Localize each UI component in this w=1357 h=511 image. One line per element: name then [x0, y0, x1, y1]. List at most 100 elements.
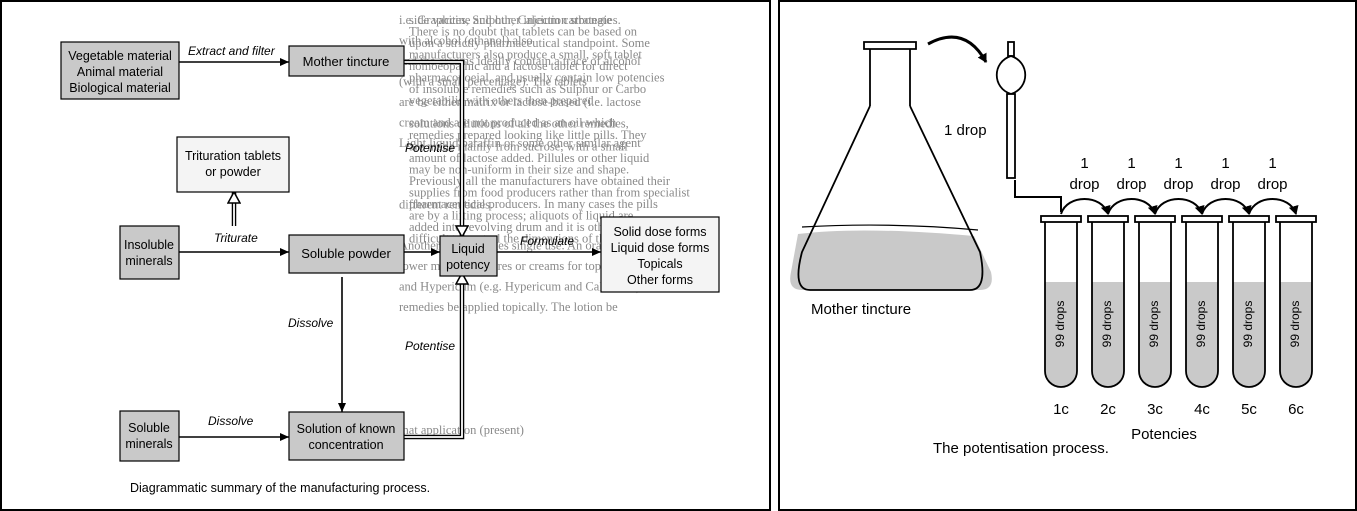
trituration-line-2: or powder	[205, 165, 261, 179]
source-line-1: Vegetable material	[68, 49, 172, 63]
transfer-arrow	[1107, 198, 1158, 215]
drop-unit: drop	[1257, 176, 1287, 193]
background-text-line: pharmaceutical producers. In many cases …	[409, 197, 658, 211]
transfer-arrow	[1060, 198, 1111, 215]
potency-label-5c: 5c	[1241, 401, 1257, 418]
solution-box	[288, 411, 405, 461]
caption-background	[120, 474, 450, 500]
edge-labels: Extract and filter Potentise Triturate F…	[188, 44, 574, 428]
svg-text:Topicals: Topicals	[637, 257, 682, 271]
svg-text:Trituration tablets: Trituration tablets	[185, 149, 281, 163]
box-labels: Vegetable material Animal material Biolo…	[68, 49, 709, 452]
tube-liquid	[1186, 282, 1218, 387]
tube-rim	[1181, 215, 1223, 223]
tube-liquid	[1092, 282, 1124, 387]
tube-rim	[1228, 215, 1270, 223]
dropper-icon	[996, 41, 1026, 179]
tube-liquid	[1233, 282, 1265, 387]
svg-text:Dissolve: Dissolve	[288, 316, 334, 330]
insoluble-minerals-box	[119, 225, 180, 280]
svg-text:Biological material: Biological material	[69, 81, 170, 95]
dose-forms-line-2: Liquid dose forms	[611, 241, 710, 255]
background-text-line: cream and are not produced as an oil whi…	[399, 116, 617, 130]
extract-filter-label: Extract and filter	[188, 44, 276, 58]
svg-text:Extract and filter: Extract and filter	[188, 44, 276, 58]
insoluble-line-1: Insoluble	[124, 238, 174, 252]
drop-count: 1	[1221, 155, 1229, 172]
tube-content-label: 99 drops	[1194, 301, 1208, 348]
background-text-line: with alcohol (ethanol) also	[399, 34, 533, 48]
test-tube-icon	[1044, 222, 1078, 388]
svg-text:Liquid: Liquid	[451, 242, 484, 256]
svg-text:Potencies: Potencies	[1131, 426, 1197, 443]
liquid-potency-box	[439, 235, 498, 277]
triturate-label: Triturate	[214, 231, 258, 245]
background-text-line: upon a strictly pharmaceutical standpoin…	[409, 36, 650, 50]
tube-liquid	[1045, 282, 1077, 387]
source-line-2: Animal material	[77, 65, 163, 79]
potency-label-6c: 6c	[1288, 401, 1304, 418]
svg-text:Diagrammatic summary of the ma: Diagrammatic summary of the manufacturin…	[130, 481, 430, 495]
svg-text:Potentise: Potentise	[405, 141, 455, 155]
svg-text:Soluble: Soluble	[128, 421, 170, 435]
svg-text:Mother tincture: Mother tincture	[303, 54, 390, 69]
pipe-solution-to-liquid-outer	[404, 272, 465, 440]
dissolve-mid-label: Dissolve	[288, 316, 334, 330]
tube-content-label: 99 drops	[1288, 301, 1302, 348]
manufacturing-process-figure: i.e. Graphites, Sulphur, Calcium carbona…	[0, 0, 771, 511]
background-text-line: Light liquid paraffin or some other simi…	[399, 136, 641, 150]
dose-forms-box	[600, 216, 720, 293]
drop-unit: drop	[1210, 176, 1240, 193]
test-tube-icon	[1091, 222, 1125, 388]
soluble-powder-label: Soluble powder	[301, 246, 391, 261]
insoluble-line-2: minerals	[125, 254, 172, 268]
soluble-minerals-line-2: minerals	[125, 437, 172, 451]
background-text-line: and the creams ideally contain a trace o…	[399, 54, 641, 68]
soluble-minerals-line-1: Soluble	[128, 421, 170, 435]
background-text-line: Previously all the manufacturers have ob…	[409, 174, 671, 188]
mother-tincture-box	[288, 45, 405, 77]
background-text-line: of insoluble remedies such as Sulphur or…	[409, 82, 646, 96]
test-tube-icon	[1185, 222, 1219, 388]
liquid-potency-line-1: Liquid	[451, 242, 484, 256]
svg-text:concentration: concentration	[308, 438, 383, 452]
drop-unit: drop	[1163, 176, 1193, 193]
transfer-arrow	[1201, 198, 1252, 215]
background-text-line: i.e. Graphites, Sulphur, Calcium carbona…	[399, 13, 612, 27]
svg-text:Liquid dose forms: Liquid dose forms	[611, 241, 710, 255]
transfer-arrow	[1248, 198, 1299, 215]
tube-rim	[1275, 215, 1317, 223]
manufacturing-caption: Diagrammatic summary of the manufacturin…	[130, 481, 430, 495]
svg-text:minerals: minerals	[125, 254, 172, 268]
potentisation-caption: The potentisation process.	[933, 440, 1109, 457]
tube-liquid	[1139, 282, 1171, 387]
drop-count: 1	[1080, 155, 1088, 172]
tube-rim	[1134, 215, 1176, 223]
background-text-line: (with a small percentage). The tablets	[399, 75, 587, 89]
svg-text:Mother tincture: Mother tincture	[811, 301, 911, 318]
tube-content-label: 99 drops	[1147, 301, 1161, 348]
background-text-line: manufacturers also produce a small, soft…	[409, 48, 642, 62]
solution-line-2: concentration	[308, 438, 383, 452]
background-text-line: vegetabilis with others then prepared	[409, 94, 594, 108]
formulate-label: Formulate	[520, 234, 574, 248]
drop-count: 1	[1127, 155, 1135, 172]
svg-text:Formulate: Formulate	[520, 234, 574, 248]
svg-text:Other forms: Other forms	[627, 273, 693, 287]
svg-text:Potentise: Potentise	[405, 339, 455, 353]
tube-rim	[1087, 215, 1129, 223]
svg-text:Solution of known: Solution of known	[297, 422, 396, 436]
dissolve-bottom-label: Dissolve	[208, 414, 254, 428]
pipe-solution-to-liquid-inner	[404, 272, 463, 438]
drop-unit: drop	[1069, 176, 1099, 193]
svg-text:minerals: minerals	[125, 437, 172, 451]
soluble-minerals-box	[119, 410, 180, 462]
drop-count: 1	[1174, 155, 1182, 172]
potency-label-2c: 2c	[1100, 401, 1116, 418]
mother-tincture-label: Mother tincture	[303, 54, 390, 69]
background-text-line: supplies from food producers rather than…	[409, 186, 690, 200]
svg-text:Dissolve: Dissolve	[208, 414, 254, 428]
